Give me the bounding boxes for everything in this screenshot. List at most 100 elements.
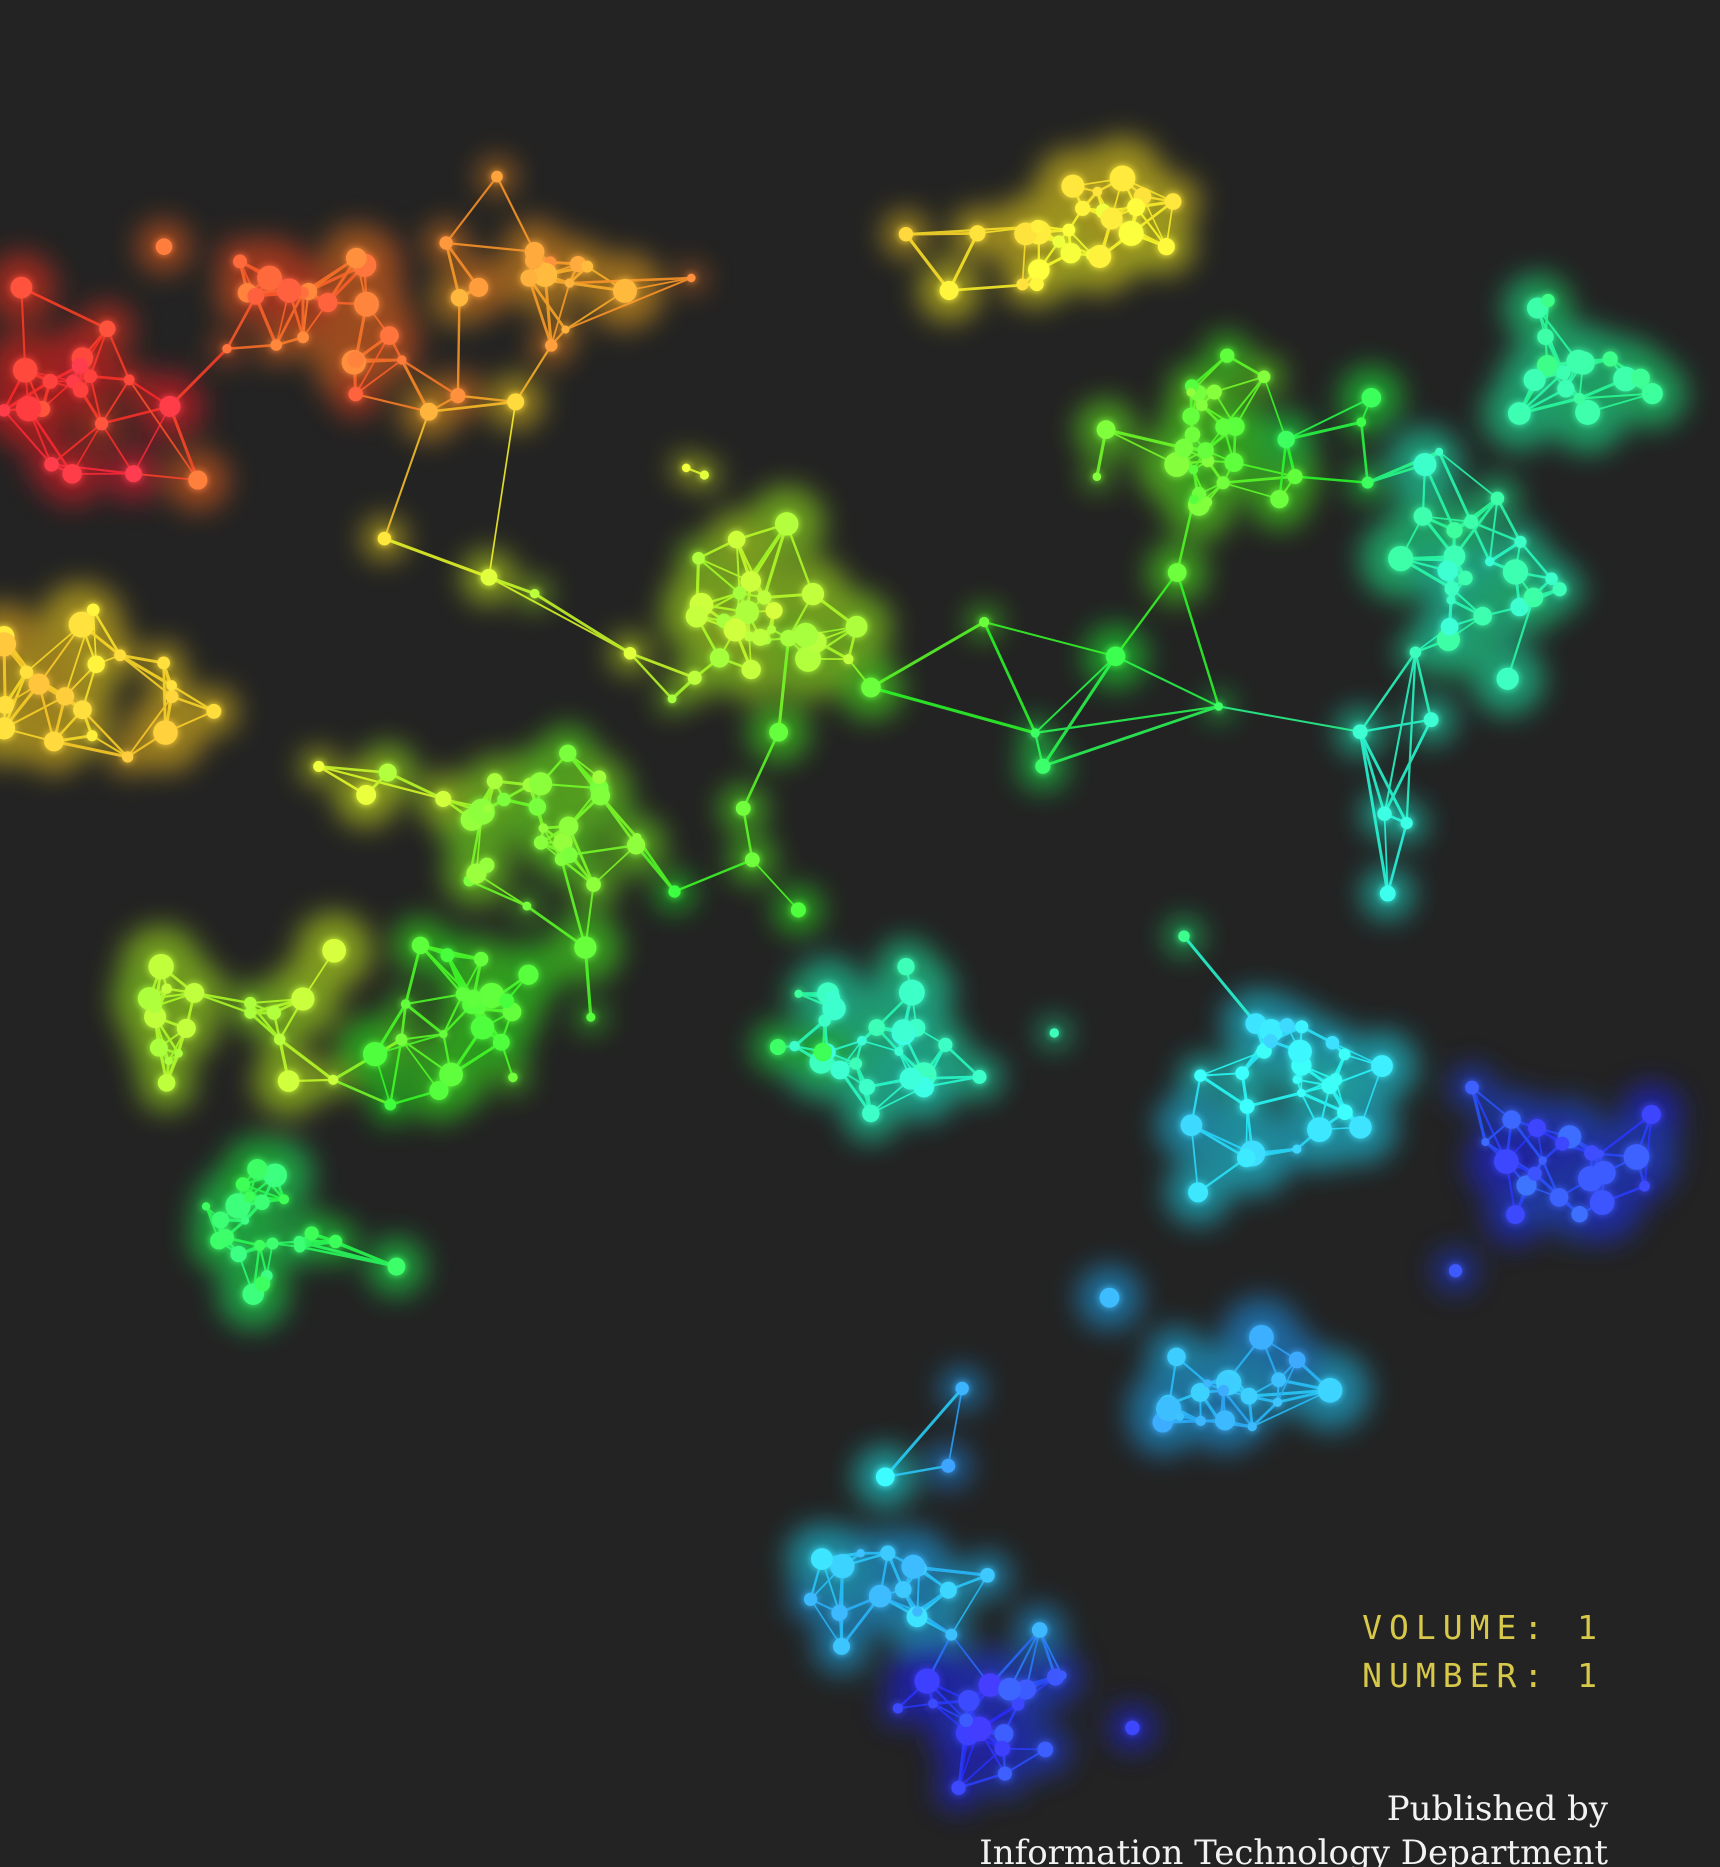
network-node [845, 615, 868, 638]
network-node [1182, 407, 1200, 426]
network-node [188, 470, 208, 490]
network-edge [1359, 422, 1369, 483]
network-edge [583, 947, 593, 1018]
network-node [507, 393, 525, 411]
network-edge [51, 463, 134, 475]
network-node [1400, 816, 1413, 830]
network-node [244, 1007, 257, 1019]
network-node [395, 1033, 408, 1046]
network-node [793, 622, 818, 648]
network-node [1240, 1387, 1258, 1405]
network-node [709, 648, 730, 668]
network-node [767, 624, 776, 634]
network-node [328, 1074, 339, 1085]
network-node [28, 673, 50, 695]
network-edge [809, 1598, 843, 1647]
network-edge [950, 1574, 989, 1636]
network-node [1189, 494, 1199, 505]
network-edge [1438, 451, 1498, 500]
network-node [468, 798, 495, 825]
network-edge [1105, 428, 1178, 466]
network-edge [674, 858, 753, 893]
network-edge [488, 401, 517, 578]
network-node [1536, 355, 1558, 377]
network-node [1030, 219, 1045, 233]
network-node [558, 816, 579, 837]
network-node [1188, 1182, 1209, 1203]
network-edge [533, 592, 631, 655]
network-edge [387, 771, 444, 801]
network-edge [944, 1043, 981, 1078]
network-node [1236, 1148, 1256, 1168]
network-node [1197, 442, 1214, 459]
network-node [1577, 1166, 1604, 1192]
network-edge [400, 359, 431, 413]
network-node [831, 1604, 848, 1621]
network-node [892, 1703, 904, 1714]
network-edge [3, 409, 53, 466]
network-node [1295, 1020, 1309, 1034]
network-node [1156, 1396, 1182, 1422]
network-node [744, 631, 755, 642]
network-node [1573, 392, 1585, 405]
volume-line: VOLUME: 1 [1362, 1604, 1604, 1652]
network-node [266, 1005, 282, 1020]
network-node [1292, 1144, 1302, 1154]
network-node [362, 1041, 388, 1067]
network-node [1502, 559, 1529, 585]
network-node [518, 964, 539, 985]
network-edge [119, 654, 173, 698]
network-node [1125, 1720, 1140, 1736]
network-node [1092, 186, 1103, 197]
network-node [450, 388, 466, 404]
network-node [1481, 1137, 1490, 1147]
network-edge [1263, 376, 1287, 440]
network-edge [982, 621, 1037, 734]
network-node [862, 1104, 880, 1123]
network-node [492, 1033, 510, 1051]
network-node [254, 1239, 266, 1251]
network-node [211, 1211, 229, 1229]
network-node [201, 1202, 211, 1211]
network-edge [126, 696, 173, 758]
network-node [499, 993, 514, 1009]
network-edge [1175, 572, 1220, 707]
network-node [247, 287, 265, 305]
network-node [894, 1046, 904, 1057]
network-node [1555, 1136, 1570, 1151]
network-node [994, 1740, 1011, 1757]
network-node [1203, 1379, 1212, 1388]
network-node [769, 722, 789, 742]
network-edge [762, 523, 789, 598]
network-edge [1114, 571, 1179, 657]
network-node [939, 280, 959, 301]
network-node [165, 690, 179, 704]
network-node [10, 276, 33, 299]
network-edge [1200, 1072, 1243, 1077]
network-node [830, 1060, 850, 1080]
network-edge [1200, 1050, 1265, 1077]
network-node [972, 1069, 987, 1084]
network-edge [3, 695, 66, 730]
network-node [744, 852, 760, 868]
network-node [157, 1074, 176, 1092]
network-edge [861, 1039, 900, 1053]
network-node [1296, 1088, 1306, 1098]
network-node [1100, 207, 1123, 230]
network-node [1016, 278, 1029, 291]
network-edge [1233, 461, 1296, 478]
network-node [479, 857, 495, 873]
network-node [440, 948, 455, 963]
network-node [1435, 447, 1444, 456]
network-node [470, 1015, 495, 1040]
network-node [1589, 1190, 1615, 1215]
network-node [769, 1039, 786, 1056]
network-node [277, 1070, 300, 1092]
network-node [1190, 1383, 1210, 1402]
network-node [732, 586, 747, 600]
network-node [235, 1177, 251, 1192]
network-node [1444, 581, 1460, 596]
network-node [263, 1163, 287, 1188]
network-node [439, 1062, 463, 1087]
network-node [685, 605, 708, 628]
